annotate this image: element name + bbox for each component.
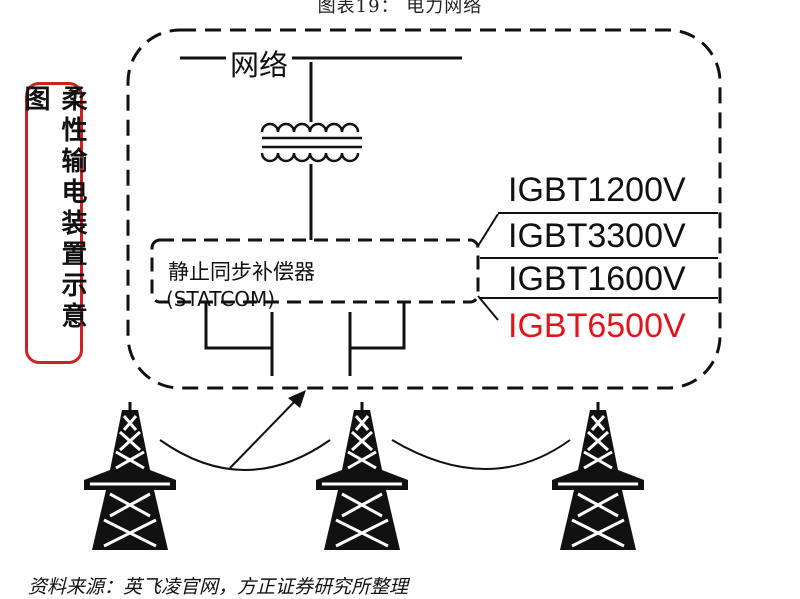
statcom-name-cn: 静止同步补偿器 bbox=[168, 260, 315, 284]
transmission-wire bbox=[391, 439, 571, 470]
power-tower-icon bbox=[314, 400, 410, 552]
statcom-circuit bbox=[204, 302, 406, 376]
igbt-connector-1 bbox=[477, 213, 499, 247]
power-tower-icon bbox=[550, 400, 646, 552]
transmission-wire bbox=[159, 439, 331, 471]
source-note: 资料来源：英飞凌官网，方正证券研究所整理 bbox=[28, 576, 409, 598]
igbt-item-3: IGBT1600V bbox=[508, 260, 686, 298]
igbt-item-4: IGBT6500V bbox=[508, 307, 686, 345]
figure-title: 图表19： 电力网络 bbox=[317, 0, 483, 17]
arrow-head bbox=[288, 390, 306, 408]
statcom-name-en: (STATCOM) bbox=[166, 287, 276, 311]
injection-arrow bbox=[229, 397, 299, 469]
igbt-item-1: IGBT1200V bbox=[508, 171, 686, 209]
flexible-transmission-boundary bbox=[126, 28, 722, 390]
transformer-icon bbox=[260, 122, 362, 163]
statcom-box bbox=[150, 238, 480, 304]
igbt-item-2: IGBT3300V bbox=[508, 217, 686, 255]
igbt-connector-2 bbox=[477, 295, 499, 321]
grid-label: 网络 bbox=[226, 42, 293, 84]
power-tower-icon bbox=[82, 400, 178, 552]
side-label: 柔性输电装置示意图 bbox=[20, 85, 87, 333]
side-label-box: 柔性输电装置示意图 bbox=[20, 82, 87, 364]
